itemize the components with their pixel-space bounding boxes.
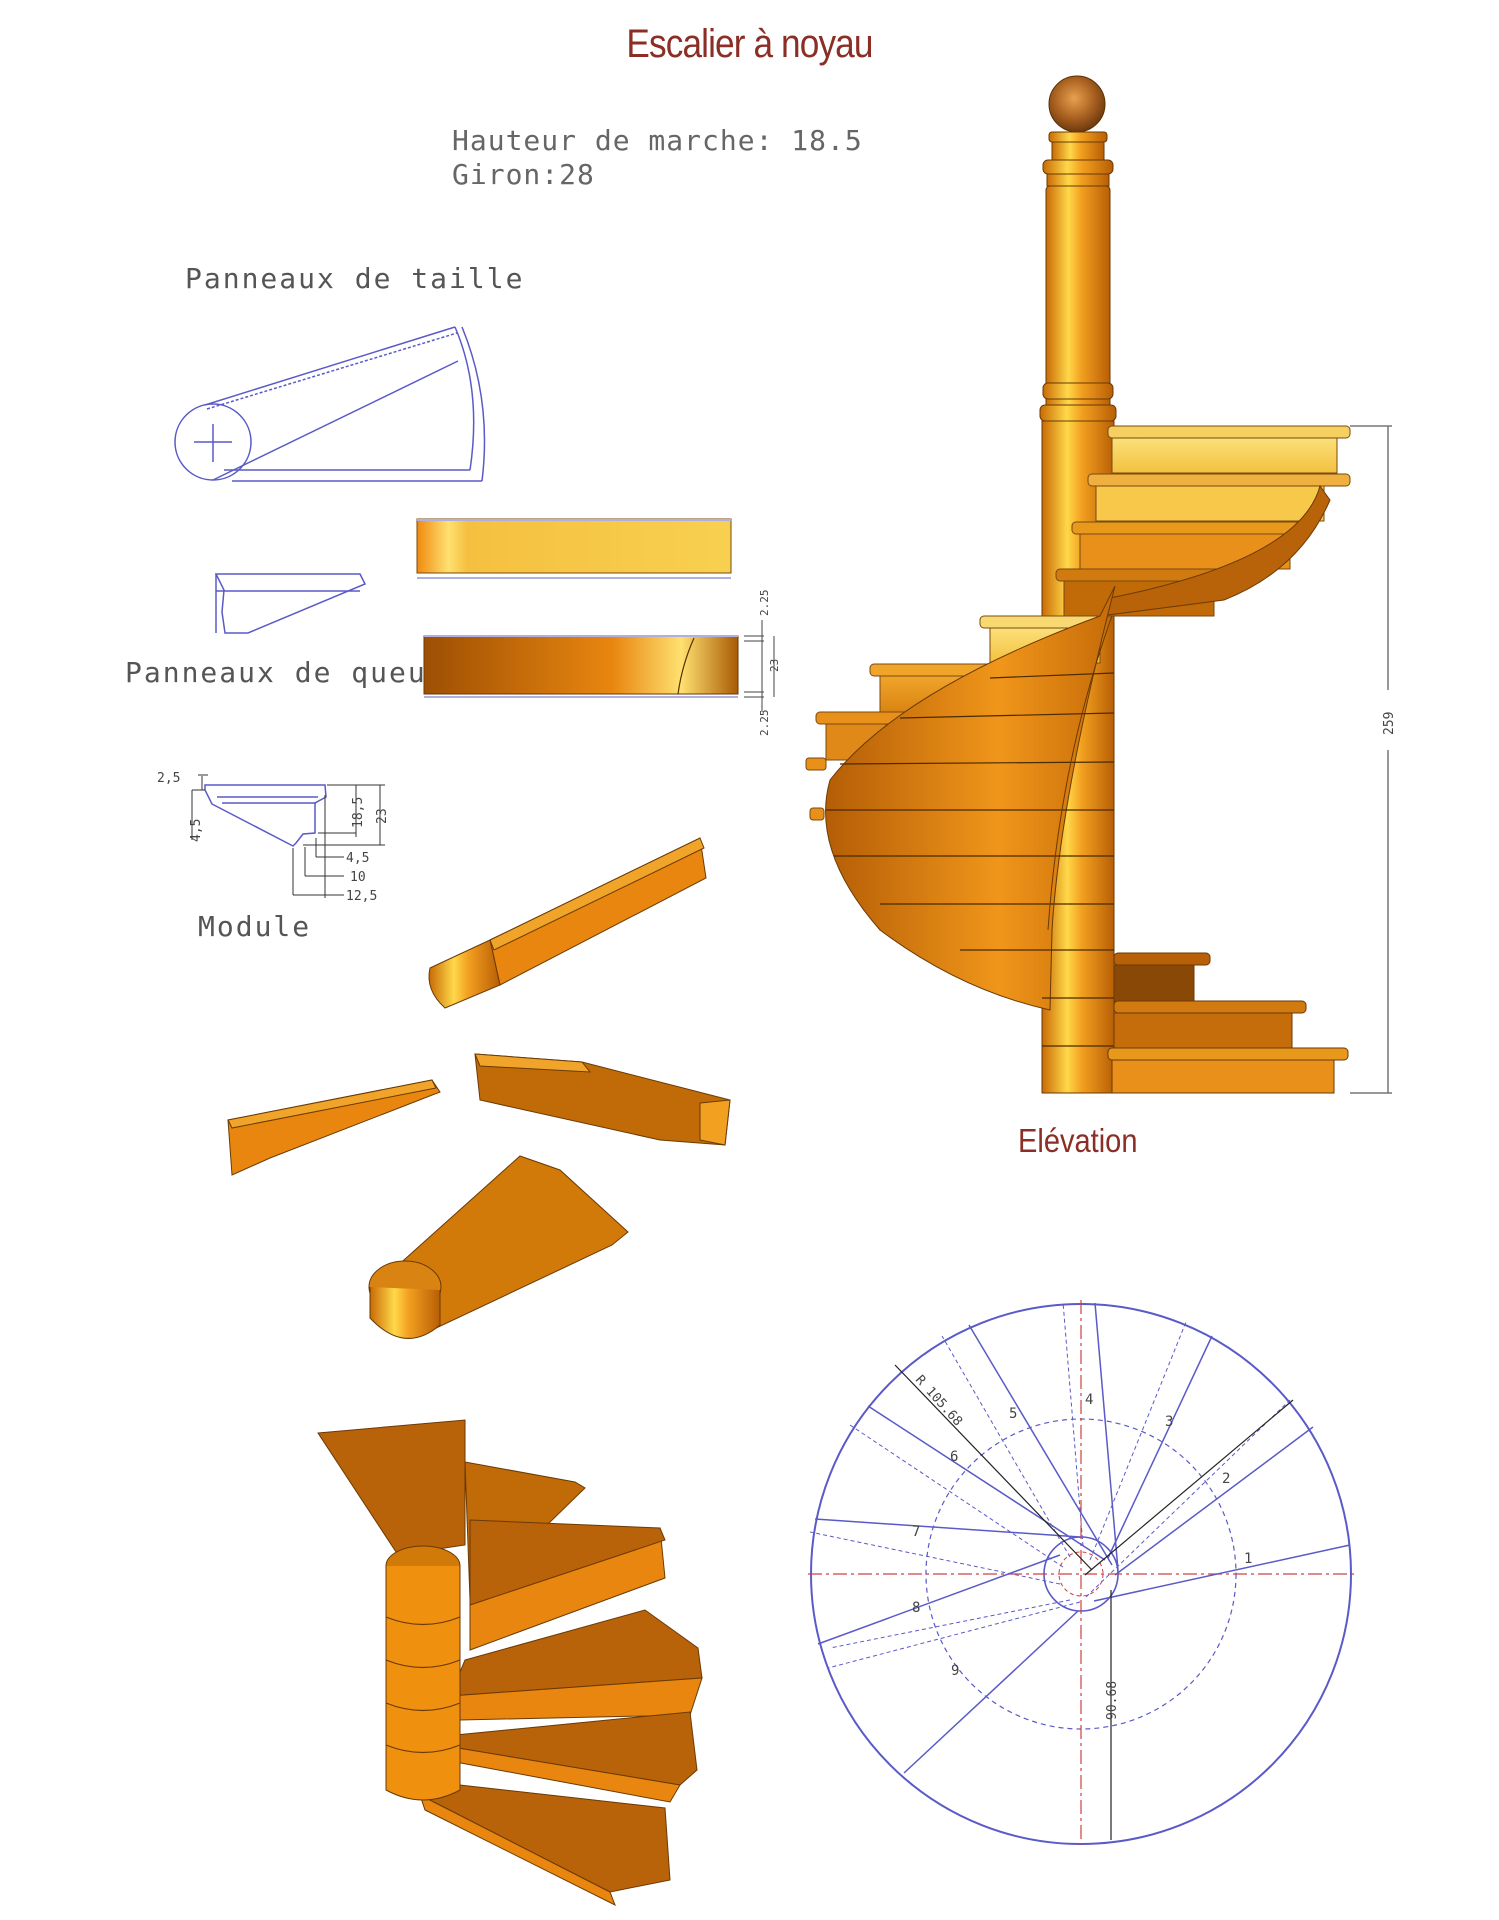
tread-spec: Giron:28 [452, 158, 595, 191]
exploded-tread-small [227, 1079, 441, 1176]
dim-module-left: 4,5 [189, 819, 204, 842]
step-number-9: 9 [951, 1663, 959, 1679]
dim-module-w2: 10 [350, 870, 366, 885]
exploded-tread-wedge [474, 1053, 731, 1146]
step-number-5: 5 [1009, 1406, 1017, 1422]
step-number-6: 6 [950, 1449, 958, 1465]
step-number-8: 8 [912, 1600, 920, 1616]
dim-elevation-height: 259 [1382, 712, 1397, 735]
dim-module-riser: 18,5 [351, 797, 366, 828]
dim-module-w1: 4,5 [346, 851, 369, 866]
dim-queue-mid: 23 [768, 659, 781, 672]
queue-3d-tread [423, 635, 739, 698]
exploded-tread-winder [368, 1155, 629, 1339]
plan-step-numbers: 1 2 3 4 5 6 7 8 9 [912, 1392, 1252, 1679]
elevation-drawing [805, 75, 1392, 1094]
label-panneaux-queue: Panneaux de queue [125, 656, 446, 689]
step-number-4: 4 [1085, 1392, 1093, 1408]
dim-queue-bottom: 2.25 [758, 710, 771, 737]
plan-view-drawing [808, 1300, 1355, 1845]
exploded-tread-long [428, 837, 707, 1009]
step-number-3: 3 [1165, 1414, 1173, 1430]
dim-module-total: 23 [375, 808, 390, 824]
label-module: Module [198, 910, 312, 943]
taille-3d-tread [416, 518, 732, 579]
dim-module-top: 2,5 [157, 771, 180, 786]
dim-module-w3: 12,5 [346, 889, 377, 904]
module-dimensions [191, 774, 385, 898]
step-number-2: 2 [1222, 1471, 1230, 1487]
step-height-spec: Hauteur de marche: 18.5 [452, 124, 863, 157]
dim-plan-radius: R 105.68 [912, 1373, 965, 1430]
spec-block: Hauteur de marche: 18.5 Giron:28 [452, 124, 863, 192]
dim-plan-vertical: 90.68 [1105, 1681, 1120, 1720]
label-panneaux-taille: Panneaux de taille [185, 262, 525, 295]
step-number-7: 7 [912, 1524, 920, 1540]
label-elevation: Elévation [1018, 1122, 1138, 1159]
module-profile-drawing [204, 784, 327, 847]
step-number-1: 1 [1244, 1551, 1252, 1567]
page-title: Escalier à noyau [626, 22, 873, 66]
queue-dimensions [744, 620, 775, 712]
taille-plan-drawing [174, 326, 486, 482]
isometric-staircase [317, 1419, 703, 1907]
dim-queue-top: 2.25 [758, 590, 771, 617]
queue-profile-drawing [214, 573, 367, 634]
